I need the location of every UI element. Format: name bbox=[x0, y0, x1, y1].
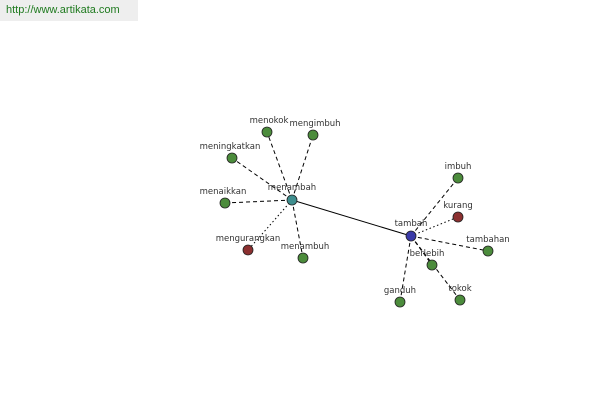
node-marker-berlebih[interactable] bbox=[426, 259, 438, 271]
node-label-tambah: tambah bbox=[395, 219, 428, 229]
edge-tambah-kurang bbox=[410, 216, 459, 237]
edge-menambah-meningkatkan bbox=[231, 157, 293, 201]
node-mengurangkan[interactable]: mengurangkan bbox=[216, 234, 281, 256]
node-label-mengimbuh: mengimbuh bbox=[289, 119, 340, 129]
node-label-ganduh: ganduh bbox=[384, 286, 416, 296]
edge-menambah-menambuh bbox=[291, 199, 304, 259]
node-marker-menaikkan[interactable] bbox=[219, 197, 231, 209]
node-marker-menambuh[interactable] bbox=[297, 252, 309, 264]
node-label-mengurangkan: mengurangkan bbox=[216, 234, 281, 244]
node-imbuh[interactable]: imbuh bbox=[445, 162, 472, 184]
node-marker-meningkatkan[interactable] bbox=[226, 152, 238, 164]
node-menaikkan[interactable]: menaikkan bbox=[200, 187, 247, 209]
edge-tambah-tambahan bbox=[410, 235, 489, 252]
node-label-berlebih: berlebih bbox=[410, 249, 445, 259]
edge-tambah-imbuh bbox=[410, 177, 459, 237]
node-menambuh[interactable]: menambuh bbox=[281, 242, 330, 264]
node-menambah[interactable]: menambah bbox=[268, 183, 316, 206]
node-label-tokok: tokok bbox=[448, 284, 471, 294]
edge-menambah-tambah bbox=[291, 199, 412, 237]
node-kurang[interactable]: kurang bbox=[443, 201, 473, 223]
node-marker-imbuh[interactable] bbox=[452, 172, 464, 184]
node-ganduh[interactable]: ganduh bbox=[384, 286, 416, 308]
node-mengimbuh[interactable]: mengimbuh bbox=[289, 119, 341, 141]
node-tambah[interactable]: tambah bbox=[395, 219, 428, 242]
node-marker-mengimbuh[interactable] bbox=[307, 129, 319, 141]
node-label-kurang: kurang bbox=[443, 201, 473, 211]
node-marker-menokok[interactable] bbox=[261, 126, 273, 138]
source-url-banner[interactable]: http://www.artikata.com bbox=[0, 0, 138, 21]
node-marker-mengurangkan[interactable] bbox=[242, 244, 254, 256]
node-marker-menambah[interactable] bbox=[286, 194, 298, 206]
node-tokok[interactable]: tokok bbox=[448, 284, 472, 306]
node-meningkatkan[interactable]: meningkatkan bbox=[200, 142, 261, 164]
edge-menambah-mengimbuh bbox=[291, 134, 314, 201]
edge-menambah-menokok bbox=[266, 131, 293, 201]
node-marker-ganduh[interactable] bbox=[394, 296, 406, 308]
edges-layer bbox=[224, 131, 489, 303]
node-menokok[interactable]: menokok bbox=[250, 116, 289, 138]
node-label-menambah: menambah bbox=[268, 183, 316, 193]
node-marker-kurang[interactable] bbox=[452, 211, 464, 223]
node-label-meningkatkan: meningkatkan bbox=[200, 142, 261, 152]
node-label-tambahan: tambahan bbox=[466, 235, 509, 245]
node-tambahan[interactable]: tambahan bbox=[466, 235, 510, 257]
node-berlebih[interactable]: berlebih bbox=[410, 249, 445, 271]
node-label-menambuh: menambuh bbox=[281, 242, 330, 252]
node-label-menaikkan: menaikkan bbox=[200, 187, 247, 197]
node-label-menokok: menokok bbox=[250, 116, 289, 126]
node-label-imbuh: imbuh bbox=[445, 162, 472, 172]
node-marker-tokok[interactable] bbox=[454, 294, 466, 306]
edge-menambah-mengurangkan bbox=[247, 199, 293, 251]
node-marker-tambahan[interactable] bbox=[482, 245, 494, 257]
node-marker-tambah[interactable] bbox=[405, 230, 417, 242]
edge-menambah-menaikkan bbox=[224, 199, 293, 204]
